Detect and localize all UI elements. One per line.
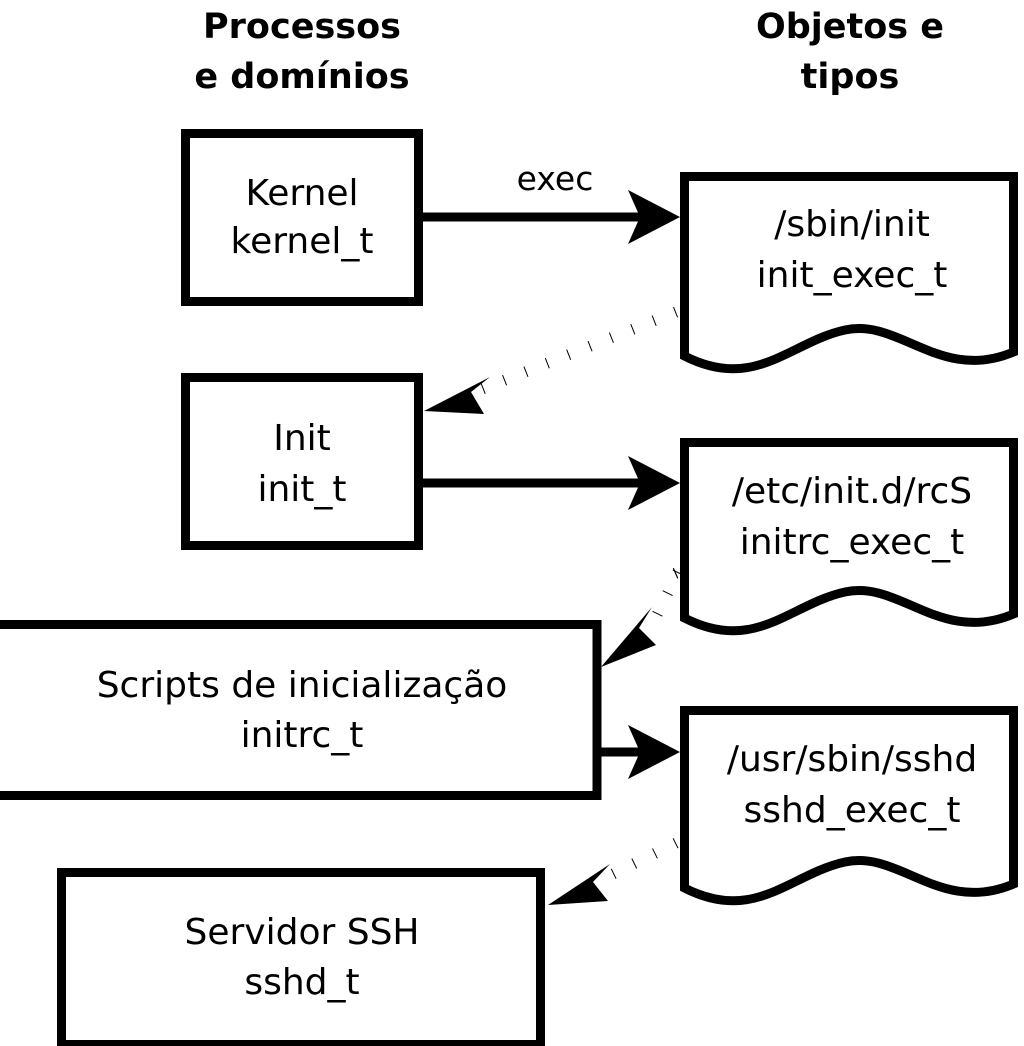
edge-initrc-exec-to-initrc-dup [657, 567, 679, 586]
edge-init-to-initrc-exec [422, 456, 680, 510]
object-node-initrc-exec-type: initrc_exec_t [740, 522, 965, 563]
edge-initrc-exec-to-initrc [601, 567, 683, 667]
process-node-initrc-name: Scripts de inicialização [97, 665, 508, 706]
process-node-kernel[interactable]: Kernel kernel_t [181, 129, 423, 306]
object-node-init-exec[interactable]: /sbin/init init_exec_t [680, 172, 1018, 374]
process-node-initrc-box[interactable] [0, 620, 602, 800]
process-node-init[interactable]: Init init_t [181, 373, 423, 550]
edge-initrc-exec-to-initrc-line [647, 569, 683, 628]
process-node-sshd-type: sshd_t [244, 962, 359, 1003]
edge-initrc-to-sshd-exec [601, 725, 680, 779]
process-node-init-name: Init [273, 418, 331, 459]
process-node-init-box[interactable] [181, 373, 423, 550]
left-column-header: Processos e domínios [194, 7, 409, 97]
edge-sshd-exec-to-sshd [548, 838, 679, 905]
edge-label-exec: exec [517, 159, 594, 198]
object-node-init-exec-type: init_exec_t [757, 255, 948, 296]
process-node-kernel-box[interactable] [181, 129, 423, 306]
edge-initrc-exec-to-initrc-line-stub [657, 567, 679, 586]
object-node-initrc-exec-doc[interactable] [680, 438, 1018, 636]
process-node-sshd[interactable]: Servidor SSH sshd_t [57, 868, 545, 1046]
object-node-sshd-exec-path: /usr/sbin/sshd [727, 739, 977, 780]
object-node-sshd-exec-type: sshd_exec_t [744, 790, 961, 831]
edge-init-exec-to-init-line [477, 306, 679, 396]
edge-kernel-to-init-exec: exec [422, 159, 680, 244]
process-node-initrc-type: initrc_t [241, 715, 364, 756]
right-column-header: Objetos e tipos [756, 7, 944, 97]
left-column-header-line2: e domínios [194, 57, 409, 97]
object-node-sshd-exec-doc[interactable] [680, 706, 1018, 906]
process-node-initrc[interactable]: Scripts de inicialização initrc_t [0, 620, 602, 800]
process-node-kernel-type: kernel_t [231, 221, 374, 262]
edge-initrc-to-sshd-exec-arrowhead [628, 725, 680, 779]
object-node-init-exec-path: /sbin/init [774, 204, 930, 245]
object-node-init-exec-doc[interactable] [680, 172, 1018, 374]
right-column-header-line2: tipos [801, 57, 900, 97]
edge-initrc-exec-to-initrc-arrowhead [601, 607, 656, 667]
edge-sshd-exec-to-sshd-arrowhead [548, 864, 610, 905]
left-column-header-line1: Processos [203, 7, 401, 47]
process-node-init-type: init_t [257, 469, 346, 510]
process-node-sshd-box[interactable] [57, 868, 545, 1046]
object-node-sshd-exec[interactable]: /usr/sbin/sshd sshd_exec_t [680, 706, 1018, 906]
edge-init-exec-to-init-arrowhead [424, 377, 490, 414]
process-node-sshd-name: Servidor SSH [184, 912, 419, 953]
edge-kernel-to-init-exec-arrowhead [628, 190, 680, 244]
object-node-initrc-exec[interactable]: /etc/init.d/rcS initrc_exec_t [680, 438, 1018, 636]
object-node-initrc-exec-path: /etc/init.d/rcS [732, 471, 972, 512]
edge-init-exec-to-init [424, 306, 679, 414]
right-column-header-line1: Objetos e [756, 7, 944, 47]
edge-sshd-exec-to-sshd-line [602, 838, 679, 883]
edge-init-to-initrc-exec-arrowhead [628, 456, 680, 510]
process-node-kernel-name: Kernel [245, 173, 358, 214]
